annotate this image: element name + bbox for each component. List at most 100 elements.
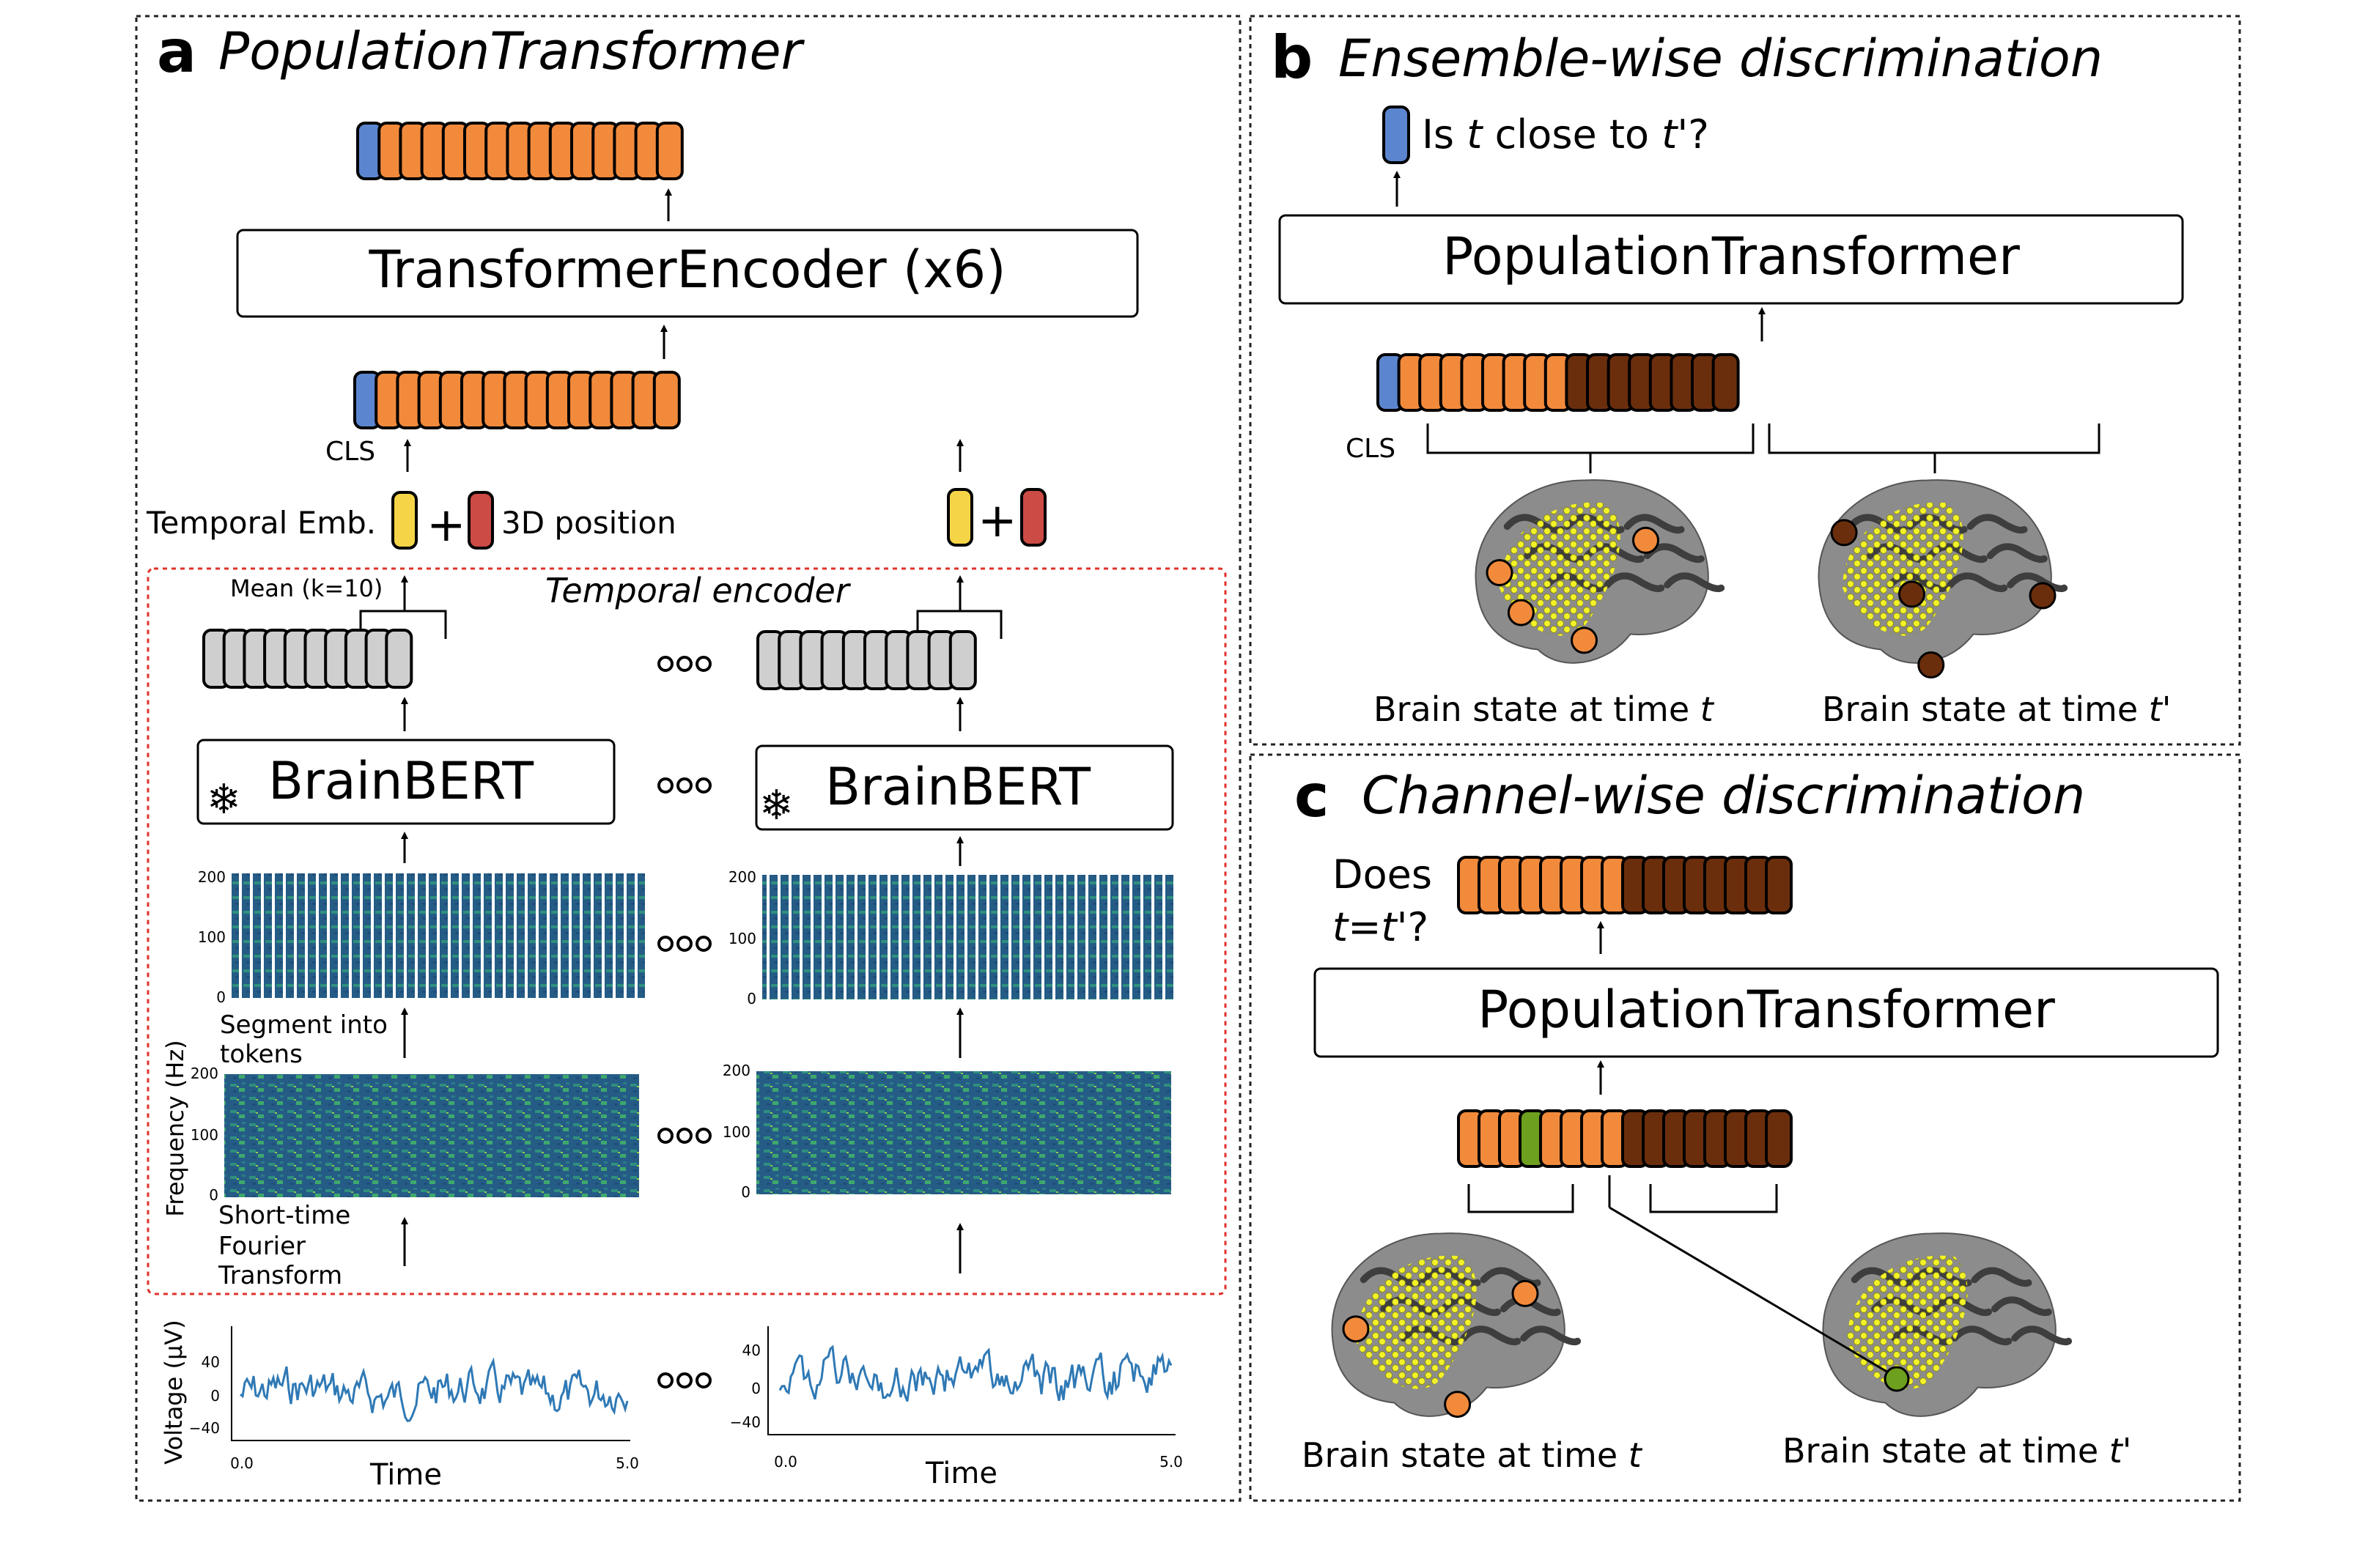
ellipsis-icon [657, 1128, 712, 1144]
token-orange [652, 371, 681, 429]
brain-sulcus [1460, 1325, 1521, 1346]
brain-sulcus [1500, 1296, 1561, 1317]
segment-label: Segment into [220, 1010, 388, 1040]
brain-sulcus [1623, 514, 1685, 534]
population-transformer-label: PopulationTransformer [1442, 226, 2020, 286]
population-transformer-box [1278, 214, 2184, 305]
brain-sulcus [1991, 1296, 2052, 1317]
segmented-spectrogram [232, 873, 645, 998]
time-tick: 0.0 [774, 1453, 797, 1471]
highlighted-electrode [1507, 599, 1535, 626]
position-label: 3D position [501, 505, 676, 541]
question-text: t=t'? [1332, 904, 1428, 950]
voltage-tick: −40 [189, 1419, 220, 1437]
voltage-trace [778, 1345, 1173, 1402]
ellipsis-dot [657, 656, 674, 672]
brain-sulcus [1986, 543, 2048, 563]
token-gray [385, 629, 413, 689]
channel-link-line [1609, 1206, 1897, 1379]
ellipsis-dot [696, 936, 712, 952]
brain-caption: Brain state at time t [1373, 689, 1715, 729]
freq-tick: 200 [723, 1062, 750, 1079]
stft-label: Fourier [218, 1232, 306, 1261]
brain-sulcus [1604, 572, 1665, 593]
brain-sulcus [1966, 514, 2028, 534]
temporal-emb-token [947, 488, 973, 547]
spectrogram [224, 1074, 639, 1197]
voltage-trace [240, 1357, 629, 1422]
spectrogram [756, 1071, 1171, 1194]
plus-sign: + [427, 498, 466, 552]
panel-c-letter: c [1294, 762, 1329, 830]
plus-sign: + [978, 494, 1017, 548]
ellipsis-icon [657, 656, 712, 672]
time-tick: 0.0 [230, 1454, 254, 1472]
cls-label: CLS [325, 437, 375, 467]
panel-a-letter: a [157, 18, 196, 86]
voltage-tick: 40 [202, 1353, 220, 1371]
panel-a-title: PopulationTransformer [218, 21, 805, 81]
input-token-row [1457, 1109, 1793, 1168]
highlighted-electrode [2029, 582, 2057, 610]
segmented-spectrogram [762, 875, 1176, 999]
brain-sulcus [1520, 1325, 1582, 1346]
ellipsis-dot [676, 936, 693, 952]
freq-tick: 0 [209, 1186, 218, 1204]
freq-tick: 200 [729, 868, 756, 886]
ellipsis-dot [657, 1128, 674, 1144]
position-token [468, 491, 494, 550]
voltage-axis-label: Voltage (µV) [160, 1320, 188, 1464]
input-token-row [353, 371, 681, 429]
token-orange [655, 122, 684, 180]
position-token [1020, 488, 1047, 547]
ellipsis-dot [676, 1372, 693, 1388]
mean-bracket [359, 608, 447, 639]
electrode-cloud [1356, 1255, 1477, 1389]
population-transformer-box [1313, 967, 2219, 1058]
brain-sulcus [1951, 1325, 2013, 1346]
freq-tick: 100 [198, 928, 226, 946]
brain-caption: Brain state at time t' [1782, 1431, 2131, 1471]
freq-tick: 0 [216, 988, 226, 1006]
freq-tick: 200 [191, 1065, 218, 1082]
stft-label: Short-time [218, 1201, 350, 1230]
voltage-tick: 0 [751, 1380, 761, 1397]
token-row [1376, 353, 1740, 412]
freq-tick: 100 [729, 930, 756, 947]
mean-bracket [916, 608, 1003, 639]
electrode-cloud [1843, 502, 1963, 636]
voltage-axis [767, 1326, 1176, 1435]
brainbert-output-tokens [756, 630, 977, 690]
brain-icon [1822, 1232, 2073, 1417]
question-text: Does [1332, 851, 1432, 898]
snowflake-icon: ❄ [759, 782, 794, 829]
highlighted-electrode [1632, 526, 1659, 554]
ellipsis-dot [696, 1128, 712, 1144]
ellipsis-icon [657, 1372, 712, 1388]
stft-label: Transform [218, 1261, 342, 1290]
group-bracket [1649, 1184, 1778, 1213]
brainbert-label: BrainBERT [268, 751, 534, 811]
ellipsis-dot [657, 936, 674, 952]
ellipsis-dot [696, 777, 712, 794]
panel-b-frame [1249, 15, 2241, 746]
brainbert-box [755, 744, 1174, 831]
ellipsis-dot [657, 777, 674, 794]
ellipsis-icon [657, 777, 712, 794]
cls-output-token [1382, 106, 1410, 164]
output-token-row [356, 122, 684, 180]
ellipsis-dot [696, 656, 712, 672]
highlighted-electrode [1830, 519, 1858, 547]
freq-tick: 100 [723, 1123, 750, 1141]
panel-b-letter: b [1271, 23, 1313, 92]
transformer-encoder-label: TransformerEncoder (x6) [368, 240, 1006, 300]
time-axis-label: Time [925, 1457, 997, 1490]
token-brown [1765, 856, 1793, 914]
voltage-axis [231, 1326, 630, 1441]
population-transformer-label: PopulationTransformer [1478, 980, 2055, 1040]
ellipsis-dot [657, 1372, 674, 1388]
cls-label: CLS [1346, 434, 1395, 464]
highlighted-electrode [1917, 651, 1945, 678]
highlighted-electrode [1342, 1315, 1370, 1343]
